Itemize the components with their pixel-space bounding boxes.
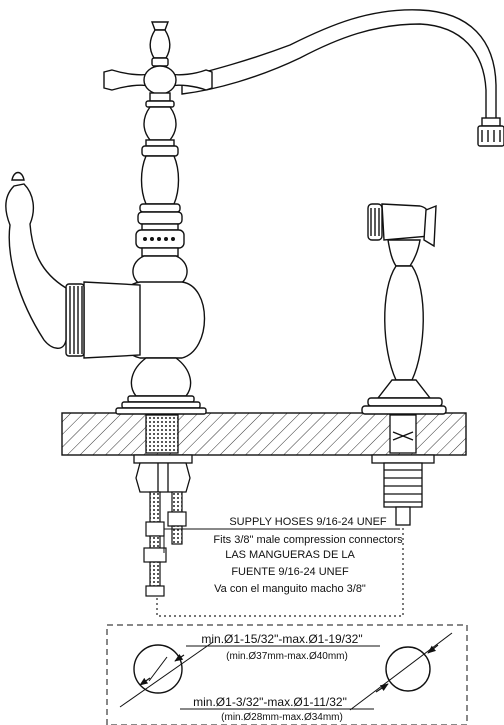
small-hole [349, 632, 453, 711]
mounting-hole-panel [106, 624, 468, 725]
faucet-body [5, 9, 504, 415]
supply-hoses [143, 491, 187, 597]
faucet-shank [133, 414, 193, 493]
large-hole-label: min.Ø1-15/32"-max.Ø1-19/32" [201, 632, 362, 646]
large-hole-metric: (min.Ø37mm-max.Ø40mm) [226, 651, 348, 662]
sprayer-shank [371, 414, 435, 526]
spanish-hose-spec-line1: LAS MANGUERAS DE LA [225, 549, 355, 561]
small-hole-dimension-arrows [375, 644, 439, 693]
spanish-connector-note: Va con el manguito macho 3/8" [214, 583, 366, 595]
large-hole-dimension-arrows [139, 654, 185, 686]
supply-hose-spec: SUPPLY HOSES 9/16-24 UNEF [229, 516, 387, 528]
spanish-hose-spec-line2: FUENTE 9/16-24 UNEF [231, 566, 349, 578]
sprayer-hose-route [156, 525, 404, 617]
compression-connector-note: Fits 3/8" male compression connectors [213, 534, 403, 546]
small-hole-metric: (min.Ø28mm-max.Ø34mm) [221, 712, 343, 723]
small-hole-label: min.Ø1-3/32"-max.Ø1-11/32" [193, 695, 347, 709]
column-ring-detail [143, 237, 175, 241]
side-sprayer [361, 203, 447, 415]
